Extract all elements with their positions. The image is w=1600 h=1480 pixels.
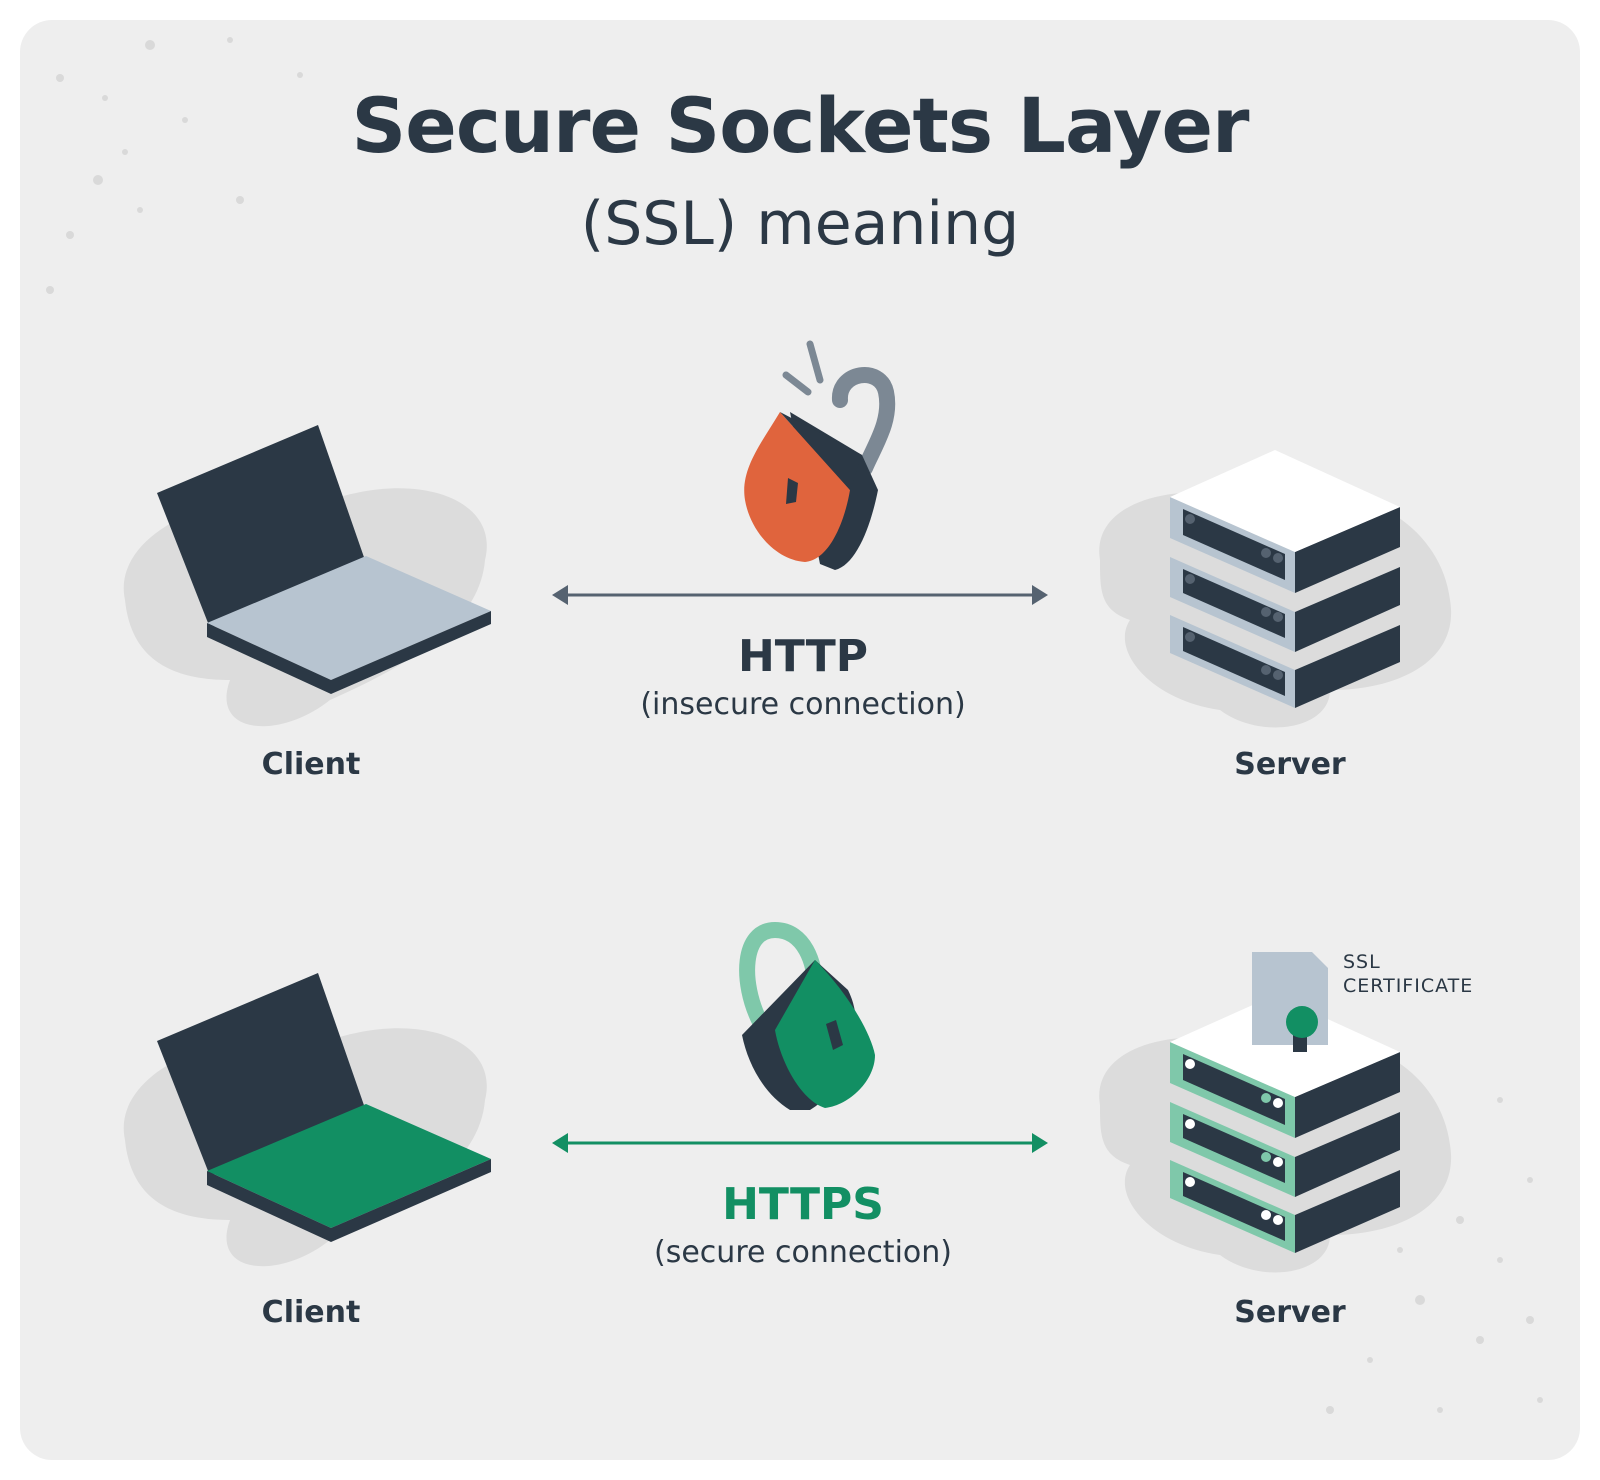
server-label: Server — [1234, 747, 1346, 782]
page-subtitle: (SSL) meaning — [580, 189, 1020, 259]
client-label: Client — [261, 1295, 361, 1330]
ssl-certificate-label: SSL CERTIFICATE — [1343, 951, 1474, 997]
http-connection-arrow — [552, 585, 1048, 605]
laptop-icon — [157, 425, 491, 694]
locked-padlock-icon — [739, 921, 875, 1110]
https-description: (secure connection) — [654, 1235, 952, 1270]
page-title: Secure Sockets Layer — [351, 81, 1250, 170]
laptop-icon — [157, 973, 491, 1242]
unlocked-padlock-icon — [744, 340, 896, 570]
https-connection-arrow — [552, 1133, 1048, 1153]
server-icon — [1170, 995, 1400, 1253]
ssl-certificate-icon — [1252, 952, 1328, 1052]
http-description: (insecure connection) — [640, 687, 966, 722]
server-label: Server — [1234, 1295, 1346, 1330]
client-label: Client — [261, 747, 361, 782]
https-protocol-label: HTTPS — [722, 1179, 884, 1230]
http-protocol-label: HTTP — [737, 631, 869, 682]
speckle-dots — [46, 37, 1543, 1414]
server-icon — [1170, 450, 1400, 708]
